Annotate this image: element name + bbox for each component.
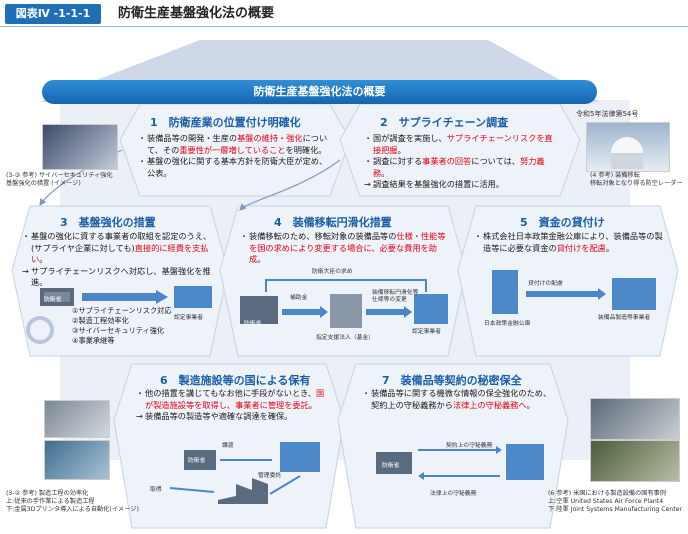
metal-3d-printer-photo — [44, 440, 110, 480]
s4-right-label: 認定事業者 — [412, 329, 441, 335]
section-3-title: 3 基盤強化の措置 — [60, 216, 156, 229]
bullet-item: ・基盤の強化に関する基本方針を防衛大臣が定め、公表。 — [138, 156, 328, 178]
figure-title: 防衛生産基盤強化法の概要 — [118, 6, 275, 21]
bullet-item: ・国が調査を実施し、サプライチェーンリスクを直接把握。 — [364, 133, 553, 155]
flow-arrow-s2-s4 — [239, 159, 341, 211]
subitem: ③サイバーセキュリティ強化 — [72, 326, 165, 335]
hex-panel-s1 — [119, 103, 351, 197]
radar-dome-icon — [611, 137, 643, 169]
section-6-bullets: ・他の措置を講じてもなお他に手段がないとき、国が製造施設等を取得し、事業者に管理… — [136, 388, 330, 423]
radar-photo — [586, 122, 670, 172]
s4-mod-label: 仕様等の変更 — [372, 297, 407, 303]
factory-caption: (3-② 参考) 製造工程の効率化 上:従来の手作業による製造工程 下:金属3D… — [6, 490, 139, 513]
bullet-item: ・株式会社日本政策金融公庫により、装備品等の製造等に必要な資金の貸付けを配慮。 — [474, 231, 663, 253]
s7-bottom-arrow-label: 法律上の守秘義務 — [430, 491, 477, 497]
subitem: ②製造工程効率化 — [72, 316, 129, 325]
bullet-item: ・装備移転のため、移転対象の装備品等の仕様・性能等を国の求めにより変更する場合に… — [240, 231, 446, 264]
section-3-bullets: ・基盤の強化に資する事業者の取組を認定のうえ、(サプライヤ企業に対しても)直接的… — [22, 231, 216, 289]
cyber-caption: (3-③ 参考) サイバーセキュリティ強化 基盤強化の措置 (イメージ) — [6, 172, 113, 187]
hex-panel-s6 — [113, 363, 345, 529]
cyber-security-photo — [42, 124, 118, 170]
subitem: ④事業承継等 — [72, 336, 115, 345]
hexagon-background — [11, 40, 679, 529]
bullet-item: ・調査に対する事業者の回答については、努力義務。 — [364, 156, 545, 178]
section-4-diagram — [240, 279, 448, 328]
section-5-diagram — [492, 270, 656, 314]
law-label: 令和5年法律第54号 — [576, 110, 639, 118]
hex-panel-s7 — [337, 363, 569, 529]
s6-acquire-label: 取得 — [150, 487, 162, 493]
section-4-title: 4 装備移転円滑化措置 — [274, 216, 392, 229]
s7-left-label: 防衛省 — [382, 463, 400, 469]
s5-left-label: 日本政策金融公庫 — [484, 321, 531, 327]
s4-subsidy-label: 補助金 — [290, 295, 308, 301]
s4-left-label: 防衛省 — [244, 321, 262, 327]
section-4-bullets: ・装備移転のため、移転対象の装備品等の仕様・性能等を国の求めにより変更する場合に… — [240, 231, 452, 266]
s4-center-label: 指定支援法人（基金） — [316, 335, 374, 341]
s5-right-label: 装備品製造等事業者 — [598, 315, 651, 321]
figure-label: 図表Ⅳ -1-1-1 — [5, 4, 101, 24]
section-5-title: 5 資金の貸付け — [520, 216, 605, 229]
bullet-item: ・装備品等の開発・生産の基盤の維持・強化について、その重要性が一層増していること… — [138, 133, 328, 155]
s3-left-label: 防衛省 — [44, 297, 62, 303]
s4-fund-label: 装備移転円滑化等 — [372, 290, 419, 296]
hex-panel-s2 — [339, 103, 581, 197]
army-manufacturing-photo — [590, 440, 680, 482]
bullet-item: →調査結果を基盤強化の措置に活用。 — [364, 179, 505, 189]
hex-panel-s5 — [457, 205, 679, 357]
air-force-plant-photo — [590, 398, 680, 440]
section-7-bullets: ・装備品等に関する機微な情報の保全強化のため、契約上の守秘義務から法律上の守秘義… — [362, 388, 552, 411]
section-3-diagram — [40, 286, 212, 308]
s5-arrow-label: 貸付けの配慮 — [528, 281, 563, 287]
manual-process-photo — [44, 400, 110, 438]
bullet-item: →サプライチェーンリスクへ対応し、基盤強化を推進。 — [22, 265, 211, 288]
section-7-title: 7 装備品等契約の秘密保全 — [382, 374, 522, 387]
section-1-bullets: ・装備品等の開発・生産の基盤の維持・強化について、その重要性が一層増していること… — [138, 133, 334, 179]
bullet-item: ・装備品等に関する機微な情報の保全強化のため、契約上の守秘義務から法律上の守秘義… — [362, 388, 552, 410]
s4-top-label: 防衛大臣の求め — [312, 269, 353, 275]
bullet-item: ・基盤の強化に資する事業者の取組を認定のうえ、(サプライヤ企業に対しても)直接的… — [22, 231, 212, 264]
s3-right-label: 認定事業者 — [174, 315, 203, 321]
connector-circle-left — [26, 316, 54, 344]
s6-transfer-label: 譲渡 — [222, 443, 234, 449]
bullet-item: ・他の措置を講じてもなお他に手段がないとき、国が製造施設等を取得し、事業者に管理… — [136, 388, 325, 410]
radar-caption: (4 参考) 装備移転 移転対象となり得る防空レーダー — [590, 172, 683, 187]
section-2-title: 2 サプライチェーン調査 — [380, 116, 509, 129]
section-2-bullets: ・国が調査を実施し、サプライチェーンリスクを直接把握。・調査に対する事業者の回答… — [364, 133, 560, 191]
section-6-title: 6 製造施設等の国による保有 — [160, 374, 311, 387]
section-1-title: 1 防衛産業の位置付け明確化 — [150, 116, 301, 129]
subitem: ①サプライチェーンリスク対応 — [72, 306, 172, 315]
header-divider — [0, 26, 688, 27]
section-7-diagram — [376, 444, 544, 480]
hex-panel-s3 — [11, 205, 229, 357]
plant-caption: (6 参考) 米国における製造設備の国有事例 上:空軍 United State… — [548, 490, 683, 513]
figure-header — [0, 0, 688, 28]
s7-top-arrow-label: 契約上の守秘義務 — [446, 443, 493, 449]
section-6-diagram — [169, 442, 320, 504]
overview-banner: 防衛生産基盤強化法の概要 — [42, 80, 597, 104]
bullet-item: →装備品等の製造等や適確な調達を確保。 — [136, 411, 293, 421]
section-5-bullets: ・株式会社日本政策金融公庫により、装備品等の製造等に必要な資金の貸付けを配慮。 — [474, 231, 664, 254]
s6-left-label: 防衛省 — [188, 458, 206, 464]
s6-manage-label: 管理委託 — [258, 473, 282, 479]
